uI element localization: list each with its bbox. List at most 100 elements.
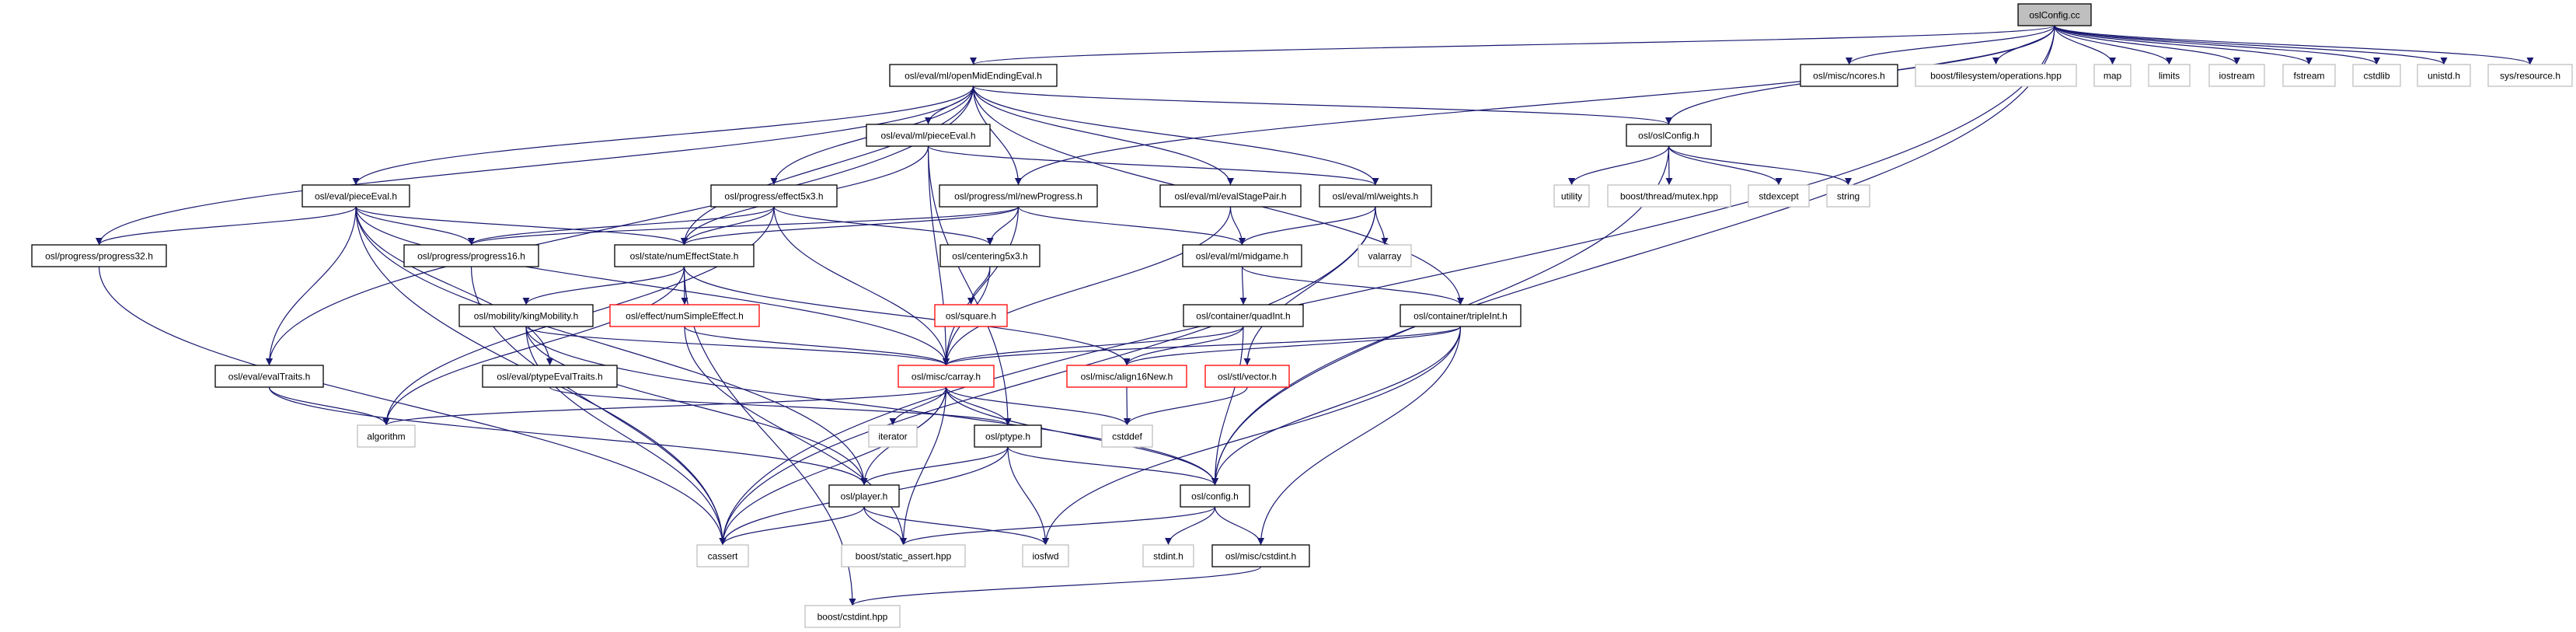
node-box: [1022, 544, 1069, 567]
edge-osl-container-tripleint-h-to-osl-misc-carray-h: [943, 326, 1462, 366]
node-osl-eval-evaltraits-h[interactable]: osl/eval/evalTraits.h: [214, 365, 324, 388]
node-cstddef: cstddef: [1101, 424, 1153, 448]
edge-osl-eval-ml-pieceeval-h-to-osl-ptype-h: [927, 145, 1012, 426]
edge-osl-effect-numsimpleeffect-h-to-boost-static-assert-hpp: [684, 326, 907, 546]
edge-osl-misc-cstdint-h-to-boost-cstdint-hpp: [849, 566, 1262, 606]
node-label: osl/progress/ml/newProgress.h: [954, 191, 1082, 202]
node-limits: limits: [2148, 64, 2191, 87]
edge-osl-ptype-h-to-osl-player-h: [860, 446, 1009, 486]
node-osl-eval-pieceeval-h[interactable]: osl/eval/pieceEval.h: [302, 184, 410, 208]
node-box: [458, 304, 594, 327]
edge-arrow: [943, 206, 1232, 366]
node-osl-misc-ncores-h[interactable]: osl/misc/ncores.h: [1800, 64, 1898, 87]
edge-osl-eval-ml-pieceeval-h-to-osl-misc-carray-h: [927, 145, 950, 366]
edge-arrow: [945, 386, 1131, 426]
node-box: [2148, 64, 2191, 87]
edge-arrow: [352, 86, 974, 186]
edge-osl-oslconfig-h-to-string: [1668, 145, 1852, 186]
edge-oslconfig-cc-to-osl-eval-ml-openmidendingeval-h: [970, 25, 2055, 65]
edge-arrow: [1123, 386, 1131, 426]
node-osl-progress-effect5x3-h[interactable]: osl/progress/effect5x3.h: [710, 184, 838, 208]
node-osl-eval-ptypeevaltraits-h[interactable]: osl/eval/ptypeEvalTraits.h: [482, 365, 618, 388]
node-box: [804, 605, 901, 628]
edge-oslconfig-cc-to-limits: [2054, 25, 2173, 65]
node-box: [934, 304, 1008, 327]
node-label: osl/mobility/kingMobility.h: [474, 311, 579, 322]
node-box: [2093, 64, 2132, 87]
edge-arrow: [525, 326, 1218, 486]
node-osl-progress-progress16-h[interactable]: osl/progress/progress16.h: [403, 244, 539, 267]
node-osl-misc-carray-h[interactable]: osl/misc/carray.h: [898, 365, 995, 388]
node-label: sys/resource.h: [2500, 71, 2560, 82]
edge-arrow: [1846, 25, 2055, 65]
node-box: [1319, 184, 1432, 208]
edge-oslconfig-cc-to-cassert: [719, 25, 2055, 546]
node-osl-eval-ml-openmidendingeval-h[interactable]: osl/eval/ml/openMidEndingEval.h: [889, 64, 1058, 87]
edge-arrow: [1239, 266, 1247, 306]
node-osl-ptype-h[interactable]: osl/ptype.h: [974, 424, 1042, 448]
edge-arrow: [525, 326, 727, 546]
node-label: osl/misc/cstdint.h: [1225, 551, 1296, 562]
node-box: [2487, 64, 2573, 87]
node-oslconfig-cc[interactable]: oslConfig.cc: [2017, 3, 2092, 26]
edge-osl-progress-ml-newprogress-h-to-osl-centering5x3-h: [986, 206, 1020, 246]
edge-arrow: [927, 145, 950, 366]
node-osl-oslconfig-h[interactable]: osl/oslConfig.h: [1626, 124, 1712, 147]
node-osl-progress-progress32-h[interactable]: osl/progress/progress32.h: [31, 244, 167, 267]
node-box: [1358, 244, 1412, 267]
edge-arrow: [773, 206, 950, 366]
node-osl-eval-ml-weights-h[interactable]: osl/eval/ml/weights.h: [1319, 184, 1432, 208]
node-label: stdexcept: [1759, 191, 1799, 202]
edge-arrow: [468, 206, 775, 246]
node-osl-eval-ml-evalstagepair-h[interactable]: osl/eval/ml/evalStagePair.h: [1159, 184, 1302, 208]
edge-arrow: [549, 386, 1012, 426]
node-osl-progress-ml-newprogress-h[interactable]: osl/progress/ml/newProgress.h: [939, 184, 1098, 208]
edge-osl-container-quadint-h-to-osl-misc-align16new-h: [1123, 326, 1244, 366]
node-box: [1180, 484, 1250, 508]
node-box: [696, 544, 749, 567]
node-box: [1101, 424, 1153, 448]
node-osl-container-tripleint-h[interactable]: osl/container/tripleInt.h: [1400, 304, 1522, 327]
edge-osl-eval-evaltraits-h-to-algorithm: [268, 386, 390, 426]
edge-osl-state-numeffectstate-h-to-osl-misc-align16new-h: [683, 266, 1131, 366]
node-label: osl/container/quadInt.h: [1196, 311, 1290, 322]
edge-osl-eval-ml-openmidendingeval-h-to-osl-oslconfig-h: [972, 86, 1672, 125]
edge-arrow: [1668, 145, 1852, 186]
edge-osl-ptype-h-to-iosfwd: [1007, 446, 1049, 546]
edge-layer: [96, 25, 2534, 606]
node-osl-mobility-kingmobility-h[interactable]: osl/mobility/kingMobility.h: [458, 304, 594, 327]
edge-arrow: [355, 206, 475, 246]
node-box: [939, 244, 1041, 267]
edge-arrow: [889, 386, 947, 426]
node-osl-eval-ml-midgame-h[interactable]: osl/eval/ml/midgame.h: [1182, 244, 1302, 267]
node-osl-state-numeffectstate-h[interactable]: osl/state/numEffectState.h: [614, 244, 755, 267]
node-osl-square-h[interactable]: osl/square.h: [934, 304, 1008, 327]
edge-arrow: [2054, 25, 2116, 65]
node-osl-centering5x3-h[interactable]: osl/centering5x3.h: [939, 244, 1041, 267]
node-osl-config-h[interactable]: osl/config.h: [1180, 484, 1250, 508]
node-osl-stl-vector-h[interactable]: osl/stl/vector.h: [1204, 365, 1290, 388]
edge-arrow: [1668, 145, 1783, 186]
edge-oslconfig-cc-to-unistd-h: [2054, 25, 2448, 65]
node-osl-eval-ml-pieceeval-h[interactable]: osl/eval/ml/pieceEval.h: [866, 124, 991, 147]
node-osl-effect-numsimpleeffect-h[interactable]: osl/effect/numSimpleEffect.h: [609, 304, 760, 327]
node-osl-player-h[interactable]: osl/player.h: [828, 484, 900, 508]
edge-arrow: [2054, 25, 2380, 65]
edge-arrow: [268, 386, 390, 426]
edge-osl-eval-pieceeval-h-to-osl-eval-ptypeevaltraits-h: [355, 206, 553, 366]
node-sys-resource-h: sys/resource.h: [2487, 64, 2573, 87]
node-box: [1800, 64, 1898, 87]
node-label: utility: [1561, 191, 1582, 202]
edge-oslconfig-cc-to-iostream: [2054, 25, 2240, 65]
edge-osl-progress-progress32-h-to-cassert: [98, 266, 727, 546]
node-osl-misc-cstdint-h[interactable]: osl/misc/cstdint.h: [1211, 544, 1310, 567]
node-box: [357, 424, 416, 448]
edge-arrow: [1007, 446, 1218, 486]
node-label: fstream: [2293, 71, 2324, 82]
node-label: osl/container/tripleInt.h: [1413, 311, 1508, 322]
node-fstream: fstream: [2282, 64, 2336, 87]
node-osl-container-quadint-h[interactable]: osl/container/quadInt.h: [1183, 304, 1304, 327]
node-label: iterator: [878, 431, 907, 442]
node-osl-misc-align16new-h[interactable]: osl/misc/align16New.h: [1066, 365, 1187, 388]
